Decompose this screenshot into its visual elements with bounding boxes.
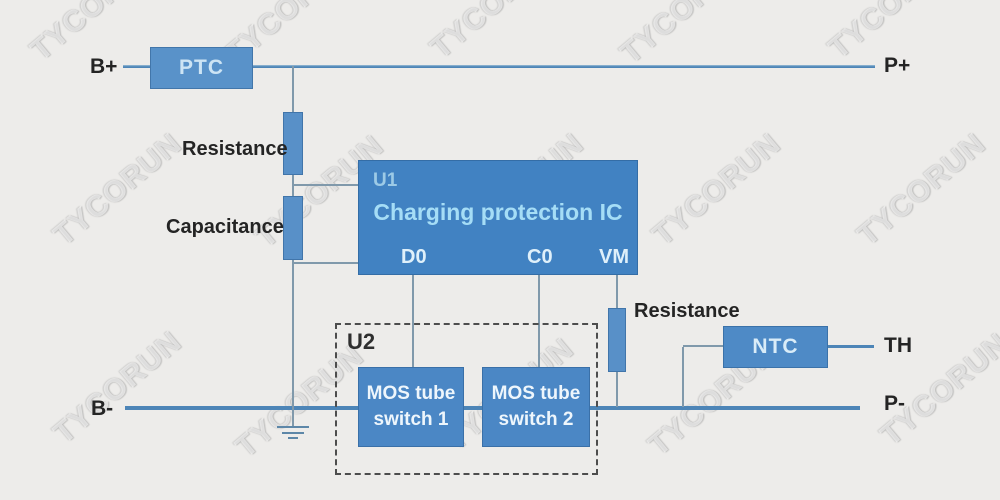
ptc-box: PTC	[150, 47, 253, 89]
watermark-text: TYCORUN	[424, 0, 565, 66]
terminal-p-minus: P-	[884, 392, 905, 415]
capacitance-component	[283, 196, 303, 260]
mos2-label-line2: switch 2	[498, 409, 574, 430]
watermark-text: TYCORUN	[47, 325, 188, 451]
ground-icon	[277, 426, 309, 428]
ground-icon	[288, 437, 298, 439]
terminal-p-plus: P+	[884, 54, 911, 77]
mos1-label-line1: MOS tube	[366, 383, 456, 405]
ground-icon	[282, 432, 304, 434]
mos2-label-line1: MOS tube	[491, 383, 581, 405]
terminal-b-minus: B-	[91, 397, 114, 420]
terminal-b-plus: B+	[90, 55, 118, 78]
capacitance-label: Capacitance	[166, 216, 284, 238]
ntc-label: NTC	[752, 335, 799, 358]
mos1-label-line2: switch 1	[373, 409, 449, 430]
mos-switch-2-box: MOS tube switch 2	[482, 367, 590, 447]
resistance-top-label: Resistance	[182, 138, 288, 160]
ptc-label: PTC	[179, 56, 224, 79]
resistance-right-component	[608, 308, 626, 372]
watermark-text: TYCORUN	[851, 127, 992, 253]
terminal-th: TH	[884, 334, 912, 357]
watermark-text: TYCORUN	[614, 0, 755, 71]
mos-switch-1-box: MOS tube switch 1	[358, 367, 464, 447]
u1-pin-c0: C0	[527, 246, 553, 268]
wire-ntc-horizontal	[683, 345, 724, 347]
wire-cap-to-u1	[293, 262, 358, 264]
resistance-top-component	[283, 112, 303, 175]
wire-resistance-to-rail	[616, 371, 618, 407]
wire-ntc-to-th	[828, 345, 874, 348]
u2-ref-label: U2	[347, 329, 376, 354]
wire-c0-to-mos2	[538, 275, 540, 367]
wire-ntc-vertical	[682, 347, 684, 407]
resistance-right-label: Resistance	[634, 300, 740, 322]
wire-rc-junction-to-u1	[293, 184, 358, 186]
u1-ic-box: U1 Charging protection IC D0 C0 VM	[358, 160, 638, 275]
wire-d0-to-mos1	[412, 275, 414, 367]
u1-ref-label: U1	[373, 170, 398, 191]
wire-bplus-pplus	[123, 65, 875, 68]
u1-pin-vm: VM	[599, 246, 629, 268]
wire-vm-to-resistance	[616, 275, 618, 310]
u2-group-box: U2	[335, 323, 598, 475]
u1-pin-d0: D0	[401, 246, 427, 268]
u1-name-label: Charging protection IC	[373, 199, 623, 225]
watermark-text: TYCORUN	[646, 127, 787, 253]
ntc-box: NTC	[723, 326, 828, 368]
